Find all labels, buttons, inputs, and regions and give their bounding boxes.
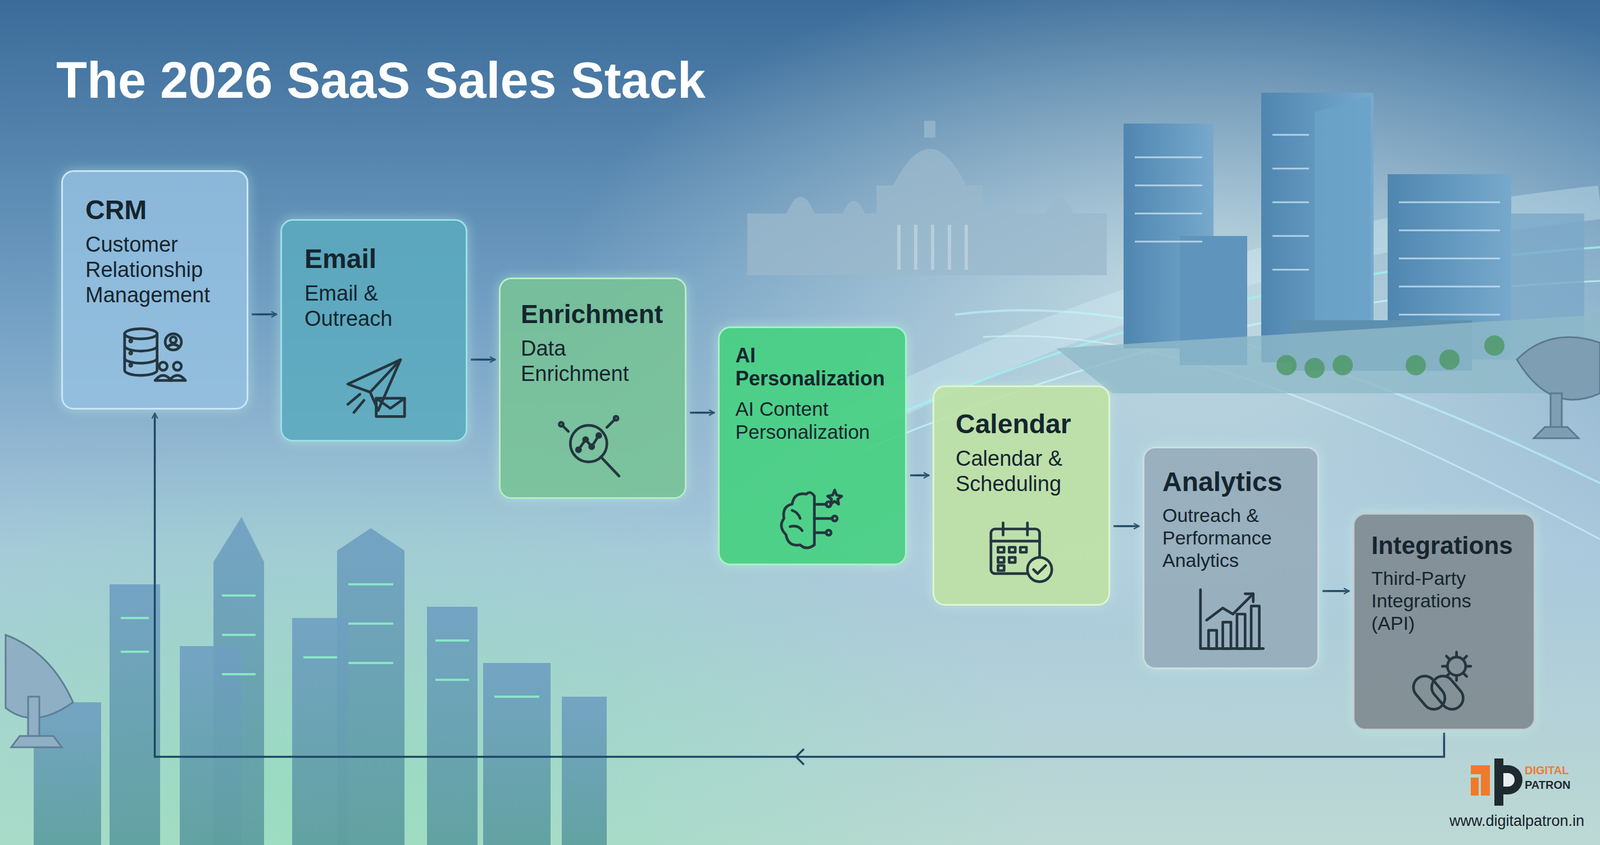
box-icon (719, 483, 906, 552)
box-icon (1354, 647, 1534, 716)
flow-arrow (689, 412, 715, 413)
diagram-title: The 2026 SaaS Sales Stack (56, 51, 706, 110)
stack-box: AnalyticsOutreach & Performance Analytic… (1142, 446, 1320, 670)
box-body: Calendar & Scheduling (955, 446, 1088, 497)
connector-line (251, 313, 277, 316)
stack-box: CRM Customer Relationship Management (61, 170, 249, 410)
flow-arrow (910, 475, 930, 476)
box-body: Outreach & Performance Analytics (1162, 503, 1300, 572)
box-heading: Enrichment (520, 299, 665, 330)
stack-box: EmailEmail & Outreach (280, 219, 468, 442)
logo-text: DIGITAL (1524, 764, 1570, 777)
stack-box: AI Personalization AI Content Personaliza… (717, 326, 907, 566)
connector-line (910, 474, 930, 477)
direction-chevron (796, 748, 804, 765)
box-body: Email & Outreach (304, 280, 444, 332)
box-body: Customer Relationship Management (85, 232, 225, 308)
flow-arrow (1113, 525, 1140, 527)
logo-mark (1470, 758, 1523, 806)
website-url: www.digitalpatron.in (1449, 812, 1585, 830)
box-icon (934, 518, 1109, 586)
connector-line (1322, 589, 1350, 593)
box-heading: Email (304, 243, 444, 275)
box-heading: Calendar (955, 408, 1088, 440)
box-icon (1144, 585, 1318, 653)
box-heading: Integrations (1371, 531, 1517, 561)
box-body: Third-Party Integrations (API) (1371, 566, 1517, 635)
flow-arrow (470, 359, 496, 361)
connector-line (1113, 525, 1140, 528)
flow-arrow (251, 314, 277, 315)
box-icon (500, 412, 685, 481)
stack-box: EnrichmentData Enrichment (498, 277, 687, 499)
box-heading: CRM (85, 194, 225, 226)
stack-box: IntegrationsThird-Party Integrations (AP… (1352, 512, 1536, 731)
box-body: AI Content Personalization (735, 397, 890, 444)
box-heading: AI Personalization (735, 343, 890, 391)
connector-line (470, 358, 496, 361)
box-heading: Analytics (1162, 466, 1300, 498)
logo-text: PATRON (1524, 778, 1571, 792)
flow-arrow (1322, 591, 1350, 592)
stack-box: CalendarCalendar & Scheduling (932, 385, 1111, 606)
box-body: Data Enrichment (520, 335, 665, 387)
connector-line (689, 411, 715, 415)
box-icon (282, 353, 466, 421)
box-icon (62, 321, 247, 389)
